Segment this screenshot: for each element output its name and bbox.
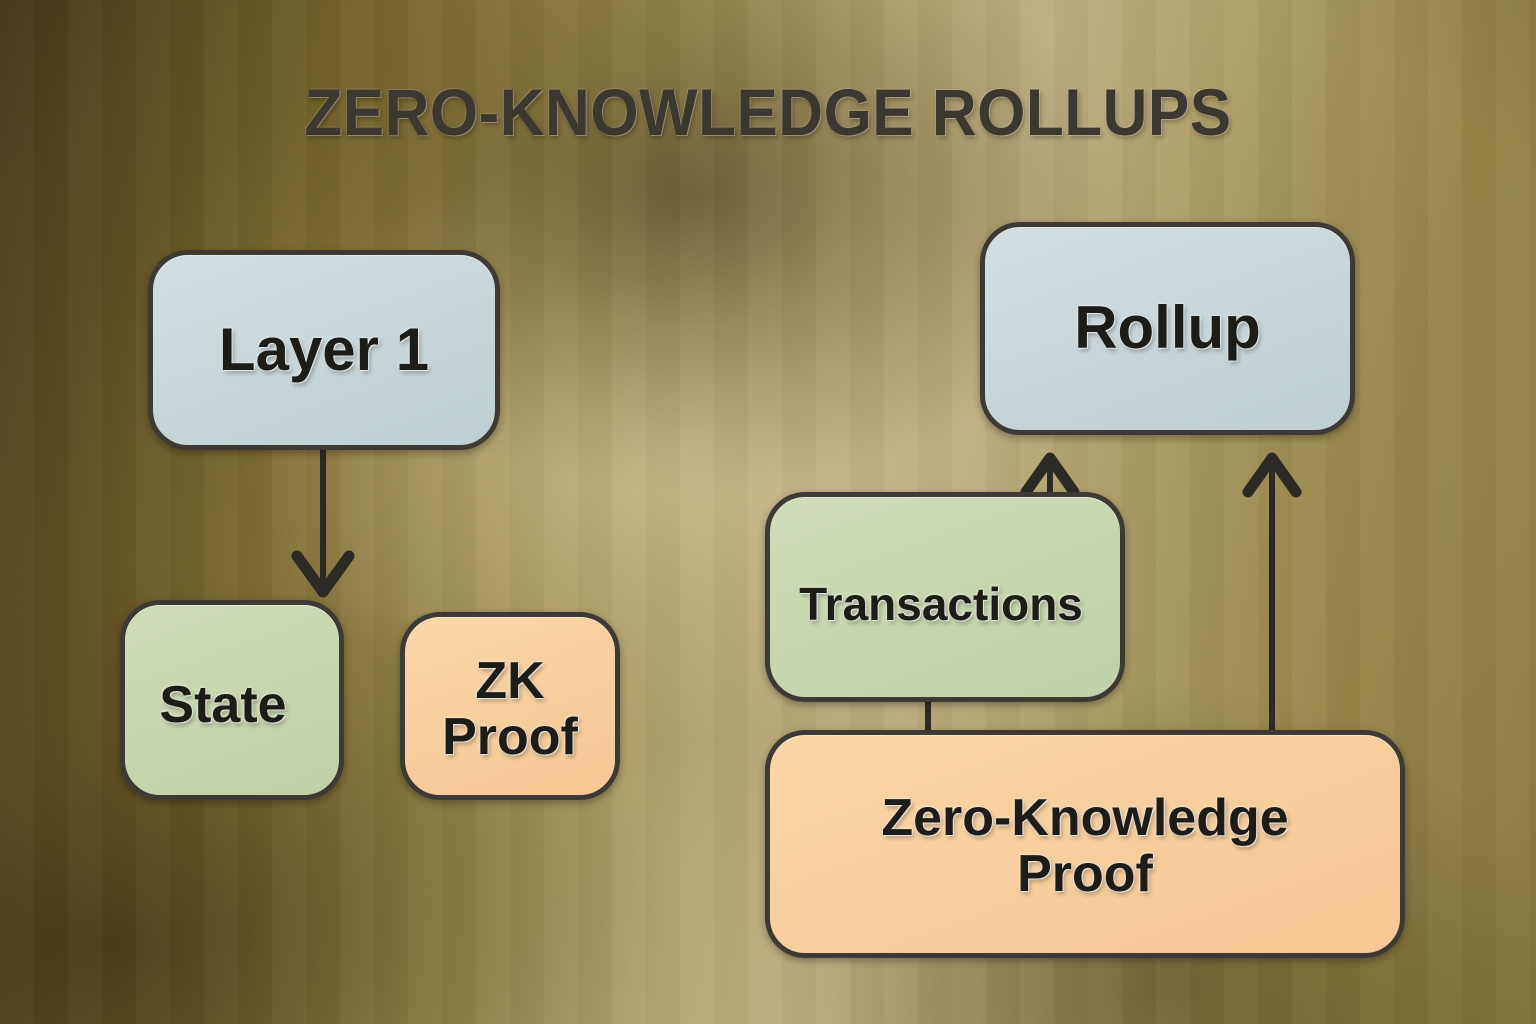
node-zero-knowledge-proof-label: Zero-Knowledge Proof <box>881 788 1289 903</box>
node-rollup[interactable]: Rollup <box>980 222 1355 435</box>
connector-layer1-to-state <box>291 448 355 598</box>
node-layer1[interactable]: Layer 1 <box>148 250 500 450</box>
node-rollup-label: Rollup <box>1074 294 1261 362</box>
connector-zkproof-to-rollup <box>1242 452 1302 738</box>
node-zk-proof-label: ZK Proof <box>442 651 578 766</box>
node-layer1-label: Layer 1 <box>218 315 430 383</box>
node-state-label: State <box>159 675 287 734</box>
node-transactions[interactable]: Transactions <box>765 492 1125 702</box>
node-state[interactable]: State <box>120 600 344 800</box>
node-zero-knowledge-proof[interactable]: Zero-Knowledge Proof <box>765 730 1405 958</box>
node-transactions-label: Transactions <box>799 578 1083 631</box>
node-zk-proof[interactable]: ZK Proof <box>400 612 620 800</box>
diagram-title: ZERO-KNOWLEDGE ROLLUPS <box>304 75 1232 149</box>
